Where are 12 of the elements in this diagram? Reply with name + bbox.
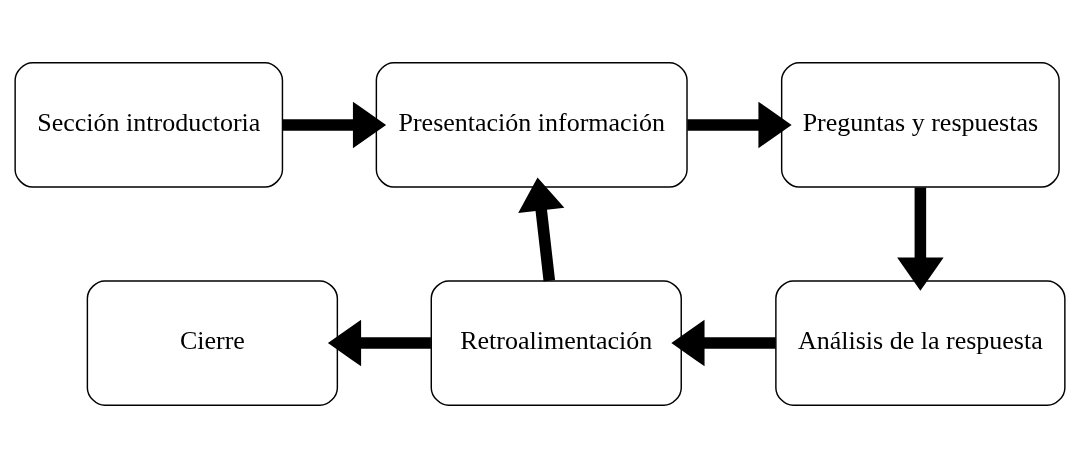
arrow xyxy=(282,101,387,149)
node-box: Retroalimentación xyxy=(430,280,682,406)
node-box: Presentación información xyxy=(375,62,688,188)
arrow xyxy=(687,101,792,149)
arrow xyxy=(897,187,944,291)
arrow xyxy=(671,319,776,367)
node-box: Preguntas y respuestas xyxy=(780,62,1060,188)
arrow xyxy=(327,319,431,367)
arrow xyxy=(518,177,565,282)
node-box: Sección introductoria xyxy=(14,62,284,188)
node-box: Cierre xyxy=(86,280,339,406)
node-box: Análisis de la respuesta xyxy=(775,280,1066,406)
